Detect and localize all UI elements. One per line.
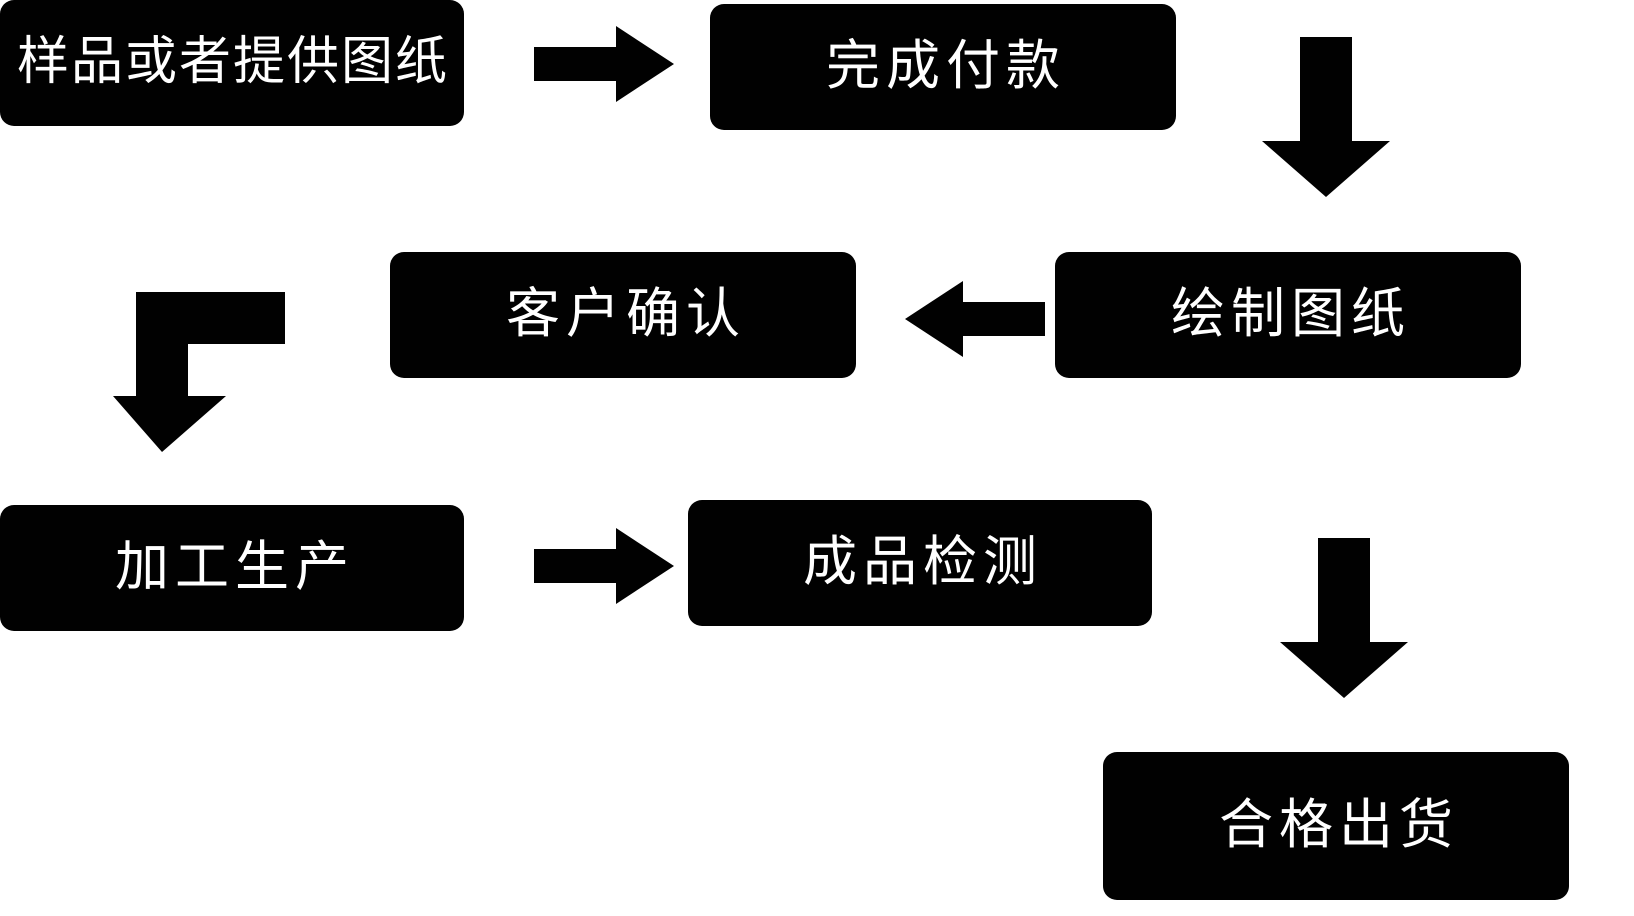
arrow-payment-to-drawing bbox=[1225, 37, 1390, 197]
node-label: 合格出货 bbox=[1219, 795, 1459, 856]
node-label: 成品检测 bbox=[803, 532, 1043, 593]
node-customer-confirm[interactable]: 客户确认 bbox=[390, 252, 856, 378]
arrow-inspection-to-shipment bbox=[1243, 538, 1408, 698]
node-qualified-shipment[interactable]: 合格出货 bbox=[1103, 752, 1569, 900]
node-label: 加工生产 bbox=[115, 537, 355, 598]
node-product-inspection[interactable]: 成品检测 bbox=[688, 500, 1152, 626]
node-label: 客户确认 bbox=[506, 284, 746, 345]
node-label: 完成付款 bbox=[826, 36, 1066, 97]
node-label: 绘制图纸 bbox=[1171, 284, 1411, 345]
arrow-drawing-to-confirm bbox=[905, 281, 1045, 357]
node-sample-or-drawing[interactable]: 样品或者提供图纸 bbox=[0, 0, 464, 126]
node-complete-payment[interactable]: 完成付款 bbox=[710, 4, 1176, 130]
node-production[interactable]: 加工生产 bbox=[0, 505, 464, 631]
arrow-production-to-inspection bbox=[534, 528, 674, 604]
arrow-sample-to-payment bbox=[534, 26, 674, 102]
arrow-confirm-to-production bbox=[113, 292, 285, 452]
node-draw-drawing[interactable]: 绘制图纸 bbox=[1055, 252, 1521, 378]
node-label: 样品或者提供图纸 bbox=[16, 33, 449, 92]
